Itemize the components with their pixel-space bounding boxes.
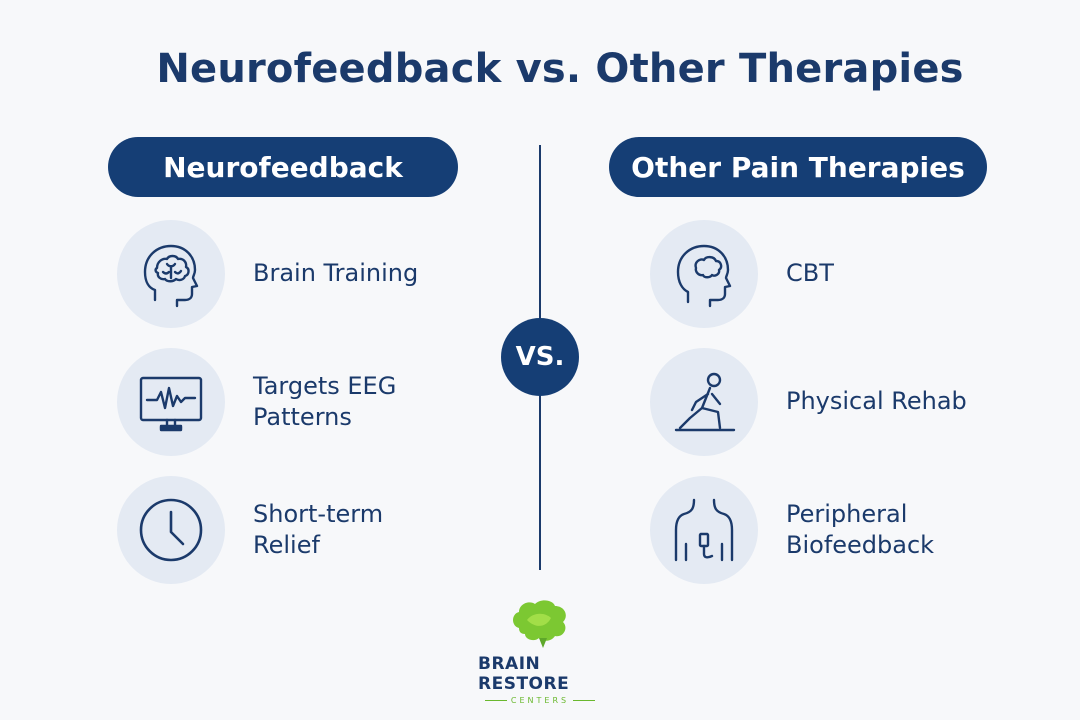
label-line: Targets EEG — [253, 371, 397, 400]
left-item-brain-training: Brain Training — [117, 220, 453, 328]
right-item-cbt: CBT — [650, 220, 986, 328]
logo-tagline-row: CENTERS — [481, 696, 599, 705]
label-line: Short-term — [253, 499, 384, 528]
left-item-label: Targets EEG Patterns — [253, 371, 453, 433]
right-item-physical-rehab: Physical Rehab — [650, 348, 986, 456]
left-item-eeg-patterns: Targets EEG Patterns — [117, 348, 453, 456]
other-therapies-header: Other Pain Therapies — [609, 137, 987, 197]
label-line: Relief — [253, 531, 320, 559]
label-line: Patterns — [253, 403, 352, 431]
eeg-monitor-icon — [117, 348, 225, 456]
tagline-rule — [484, 700, 507, 701]
left-item-short-term-relief: Short-term Relief — [117, 476, 453, 584]
neurofeedback-header: Neurofeedback — [108, 137, 458, 197]
label-line: CBT — [786, 259, 834, 288]
right-item-label: Physical Rehab — [786, 386, 986, 417]
right-item-label: Peripheral Biofeedback — [786, 499, 986, 561]
right-item-peripheral-biofeedback: Peripheral Biofeedback — [650, 476, 986, 584]
logo-name: BRAIN RESTORE — [478, 654, 570, 694]
label-line: Peripheral — [786, 499, 908, 528]
clock-icon — [117, 476, 225, 584]
label-line: Brain Training — [253, 259, 419, 288]
page-title: Neurofeedback vs. Other Therapies — [156, 46, 964, 92]
label-line: Biofeedback — [786, 531, 935, 559]
logo-tagline: CENTERS — [510, 696, 570, 705]
body-sensor-icon — [650, 476, 758, 584]
brain-head-icon — [117, 220, 225, 328]
left-item-label: Short-term Relief — [253, 499, 453, 561]
left-item-label: Brain Training — [253, 258, 453, 289]
green-brain-logo-icon — [513, 600, 566, 648]
tagline-rule — [573, 700, 596, 701]
vs-badge: VS. — [501, 318, 579, 396]
right-item-label: CBT — [786, 258, 986, 289]
thought-head-icon — [650, 220, 758, 328]
stretching-person-icon — [650, 348, 758, 456]
label-line: Physical Rehab — [786, 387, 967, 416]
brain-restore-logo: BRAIN RESTORE CENTERS — [478, 598, 602, 705]
